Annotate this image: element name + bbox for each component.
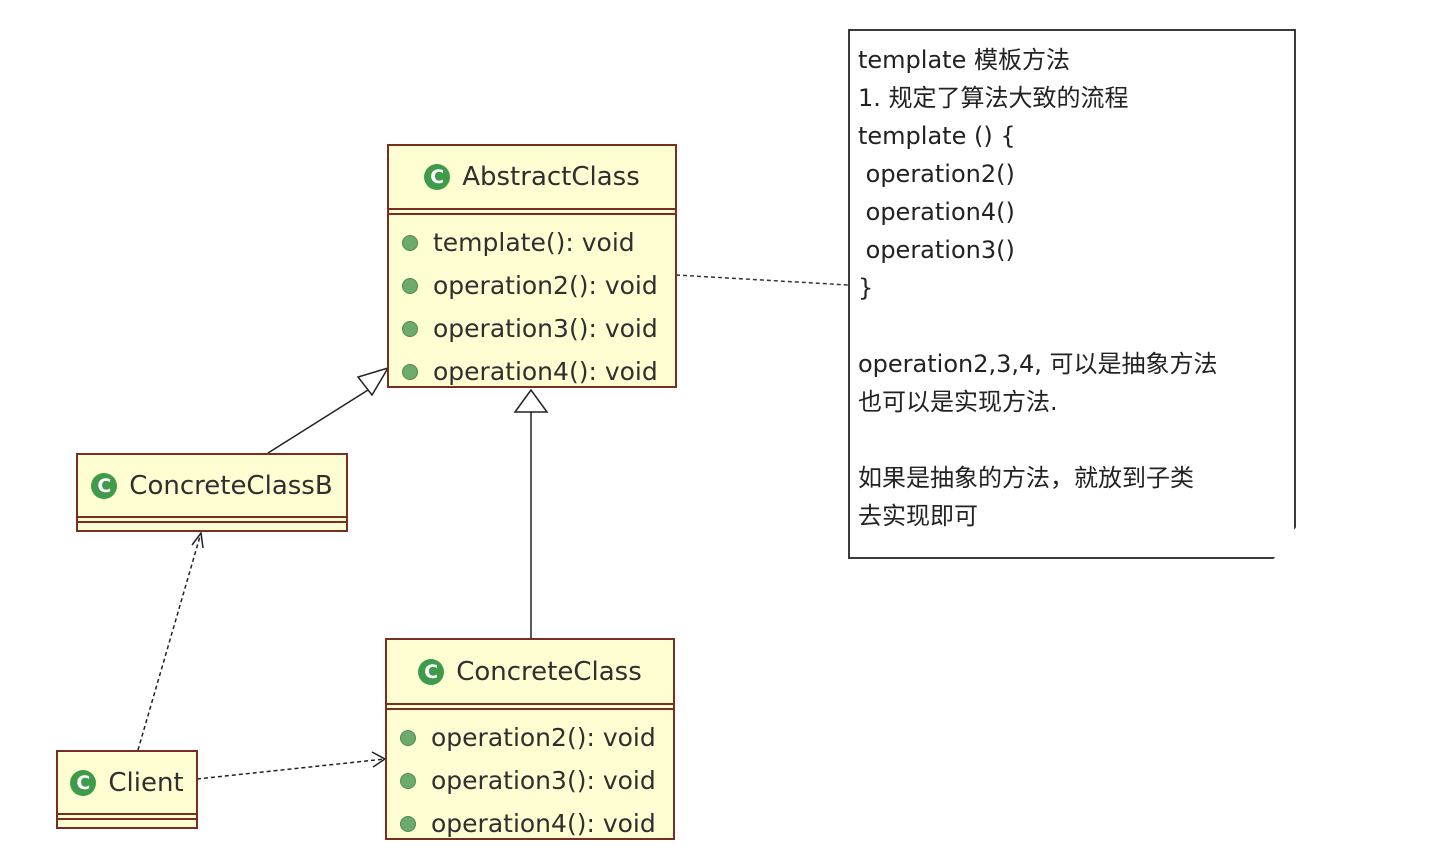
generalization-b-line [267, 384, 377, 454]
dependency-client-concrete-line [196, 758, 386, 780]
operation-row: operation2(): void [389, 264, 675, 307]
note-line: 去实现即可 [858, 502, 978, 530]
template-method-note[interactable]: template 模板方法 1. 规定了算法大致的流程 template () … [848, 29, 1296, 559]
operation-label: operation3(): void [433, 314, 658, 343]
public-method-dot-icon [400, 815, 416, 832]
dependency-client-b-line [137, 532, 202, 751]
operation-row: template(): void [389, 221, 675, 264]
client-class-box[interactable]: C Client [56, 750, 198, 829]
abstract-class-box[interactable]: C AbstractClass template(): void operati… [387, 144, 677, 388]
generalization-b-arrowhead [356, 366, 390, 397]
public-method-dot-icon [402, 320, 418, 337]
compartment-separator [58, 813, 196, 820]
abstract-class-operations: template(): void operation2(): void oper… [389, 215, 675, 393]
operation-label: operation2(): void [433, 271, 658, 300]
abstract-class-header: C AbstractClass [389, 146, 675, 208]
note-line [858, 421, 1286, 459]
note-line: operation2,3,4, 可以是抽象方法 [858, 350, 1218, 378]
client-class-header: C Client [58, 752, 196, 813]
compartment-separator [78, 516, 346, 523]
operation-label: template(): void [433, 228, 635, 257]
operation-label: operation3(): void [431, 766, 656, 795]
compartment-separator [389, 208, 675, 215]
generalization-arrowhead [513, 388, 549, 413]
public-method-dot-icon [400, 729, 416, 746]
abstract-class-name: AbstractClass [462, 162, 640, 192]
note-anchor-line [675, 274, 849, 286]
note-line [858, 307, 1286, 345]
public-method-dot-icon [400, 772, 416, 789]
class-c-icon: C [418, 658, 445, 685]
note-line: 1. 规定了算法大致的流程 [858, 84, 1129, 112]
operation-row: operation2(): void [387, 716, 673, 759]
operation-label: operation2(): void [431, 723, 656, 752]
concrete-class-b-header: C ConcreteClassB [78, 455, 346, 516]
operation-label: operation4(): void [433, 357, 658, 386]
note-line: 也可以是实现方法. [858, 388, 1058, 416]
note-line: template () { [858, 122, 1016, 150]
class-c-icon: C [70, 769, 97, 796]
compartment-separator [387, 703, 673, 710]
public-method-dot-icon [402, 363, 418, 380]
note-line: operation4() [858, 198, 1015, 226]
operation-row: operation4(): void [387, 802, 673, 845]
note-line: 如果是抽象的方法，就放到子类 [858, 464, 1194, 492]
concrete-class-b-name: ConcreteClassB [129, 470, 333, 501]
operation-row: operation4(): void [389, 350, 675, 393]
concrete-class-box[interactable]: C ConcreteClass operation2(): void opera… [385, 638, 675, 840]
concrete-class-b-box[interactable]: C ConcreteClassB [76, 453, 348, 532]
operation-label: operation4(): void [431, 809, 656, 838]
concrete-class-header: C ConcreteClass [387, 640, 673, 703]
concrete-class-operations: operation2(): void operation3(): void op… [387, 710, 673, 845]
note-line: operation2() [858, 160, 1015, 188]
note-line: operation3() [858, 236, 1015, 264]
class-c-icon: C [424, 164, 451, 190]
public-method-dot-icon [402, 277, 418, 294]
dependency-client-b-arrowhead [191, 531, 204, 549]
concrete-class-name: ConcreteClass [456, 656, 642, 687]
class-c-icon: C [91, 472, 118, 499]
operation-row: operation3(): void [389, 307, 675, 350]
operation-row: operation3(): void [387, 759, 673, 802]
client-class-name: Client [108, 767, 184, 798]
note-line: } [858, 274, 874, 302]
public-method-dot-icon [402, 234, 418, 251]
note-line: template 模板方法 [858, 46, 1070, 74]
